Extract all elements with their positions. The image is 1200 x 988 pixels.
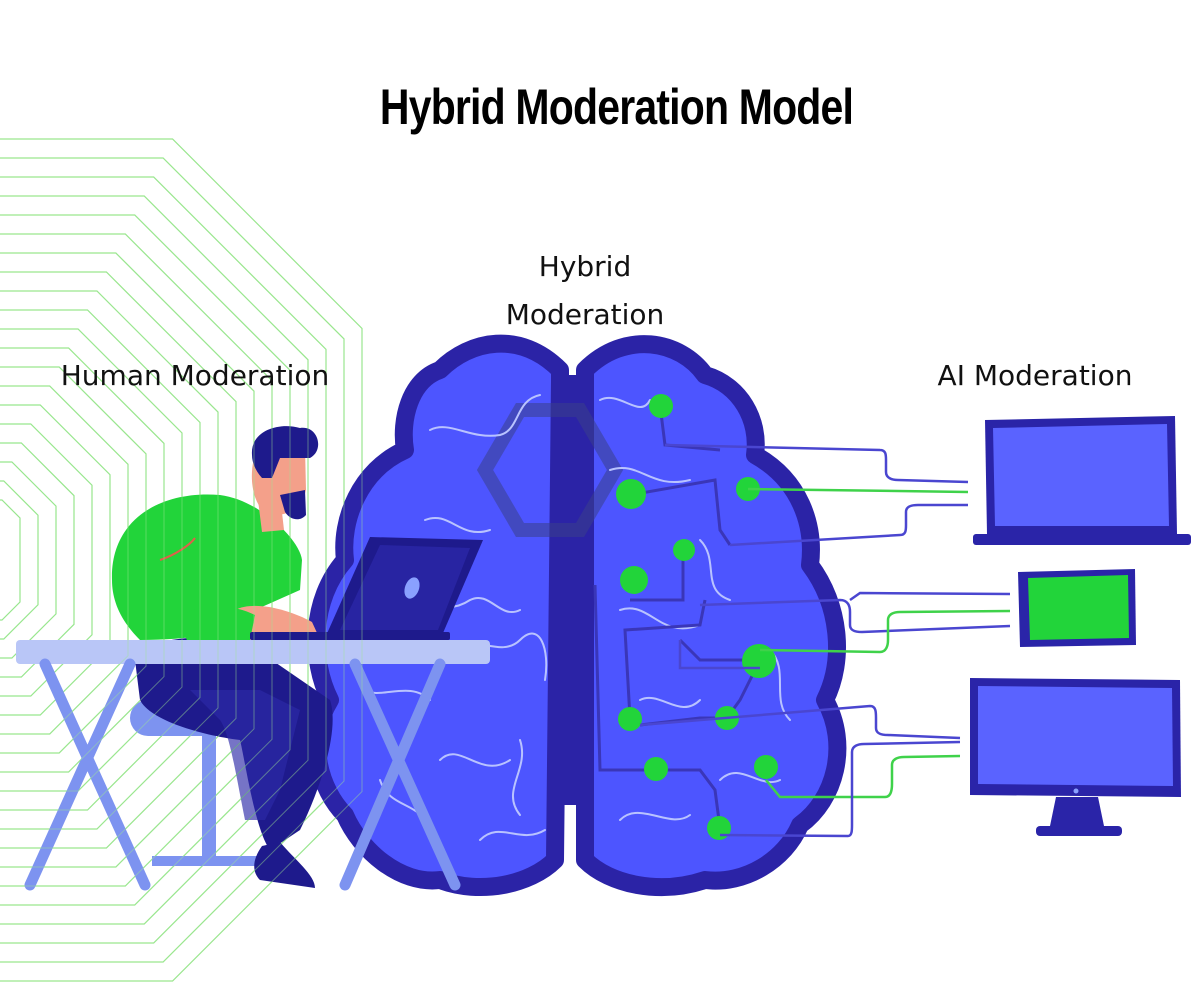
brain-divider xyxy=(558,375,580,805)
hex-line xyxy=(0,195,309,925)
ai-moderation-label: AI Moderation xyxy=(937,359,1133,392)
human-moderation-label: Human Moderation xyxy=(60,359,330,392)
desktop-monitor-icon xyxy=(970,678,1181,836)
hybrid-moderation-label: Hybrid Moderation xyxy=(470,243,700,339)
hex-line-overlay xyxy=(0,366,147,754)
hex-line xyxy=(0,480,39,640)
hybrid-label-line1: Hybrid xyxy=(538,250,632,283)
hybrid-label-line2: Moderation xyxy=(505,298,665,331)
hex-line-overlay xyxy=(0,347,165,773)
hex-line-overlay xyxy=(0,328,183,792)
hex-line-overlay xyxy=(0,385,129,735)
hex-line-overlay xyxy=(0,233,273,887)
laptop-icon xyxy=(250,537,483,640)
hex-line xyxy=(0,423,93,697)
hex-line-overlay xyxy=(0,252,255,868)
hex-line-overlay xyxy=(0,138,363,982)
hex-line-overlay xyxy=(0,157,345,963)
connection-wires xyxy=(639,443,1011,838)
desk xyxy=(16,640,490,891)
hex-line-overlay xyxy=(0,309,201,811)
person-icon xyxy=(111,426,333,888)
hex-line xyxy=(0,499,21,621)
laptop-device-icon xyxy=(973,416,1191,545)
hex-line-overlay xyxy=(0,271,237,849)
hex-line xyxy=(0,404,111,716)
hex-line-overlay xyxy=(0,214,291,906)
tablet-icon xyxy=(1018,569,1136,647)
page-title: Hybrid Moderation Model xyxy=(379,79,854,135)
hex-line xyxy=(0,442,75,678)
hex-line-overlay xyxy=(0,176,327,944)
hex-line xyxy=(0,385,129,735)
hex-line xyxy=(0,176,327,944)
hex-line xyxy=(0,461,57,659)
hex-line-overlay xyxy=(0,290,219,830)
circuit-nodes xyxy=(616,394,778,840)
hex-line-overlay xyxy=(0,195,309,925)
